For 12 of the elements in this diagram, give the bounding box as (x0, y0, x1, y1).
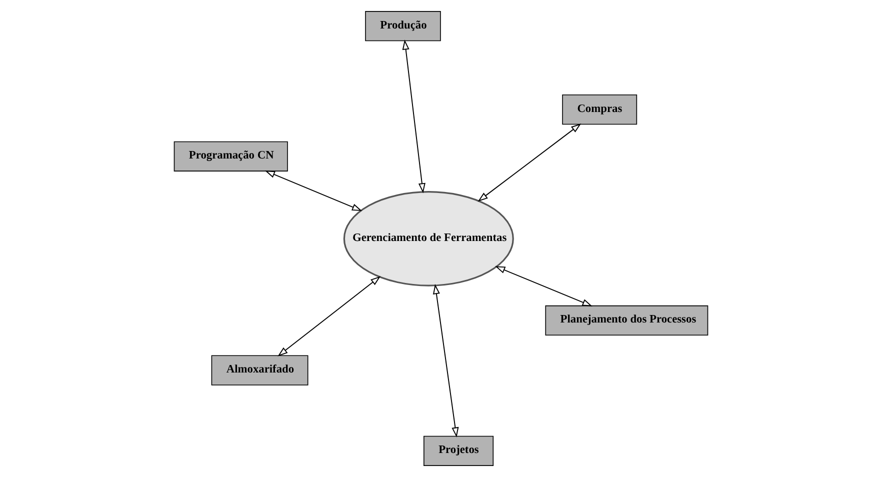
node-box: Planejamento dos Processos (544, 305, 708, 336)
arrow (402, 40, 425, 194)
arrow (277, 276, 380, 356)
node-box: Programação CN (173, 141, 288, 172)
arrow (432, 284, 458, 438)
node-box: Produção (364, 11, 440, 42)
node-box: Compras (562, 94, 637, 125)
node-box: Projetos (423, 436, 494, 466)
arrow (477, 123, 581, 202)
arrow (494, 266, 592, 306)
node-box: Almoxarifado (210, 355, 308, 386)
arrow (264, 170, 362, 212)
